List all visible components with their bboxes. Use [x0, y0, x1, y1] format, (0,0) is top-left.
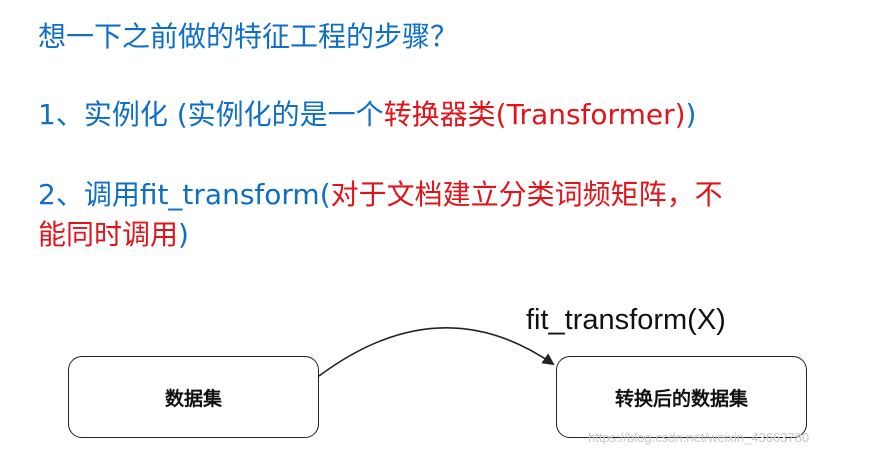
step-1-text: 1、实例化 (实例化的是一个转换器类(Transformer)): [38, 96, 696, 134]
question-label: 想一下之前做的特征工程的步骤？: [38, 20, 459, 53]
source-dataset-node: 数据集: [68, 356, 319, 438]
source-dataset-label: 数据集: [164, 387, 222, 410]
transformed-dataset-label: 转换后的数据集: [614, 387, 748, 410]
transformed-dataset-node: 转换后的数据集: [556, 356, 807, 438]
step-2-text-line-1: 2、调用fit_transform(对于文档建立分类词频矩阵，不: [38, 176, 723, 214]
step-1-highlight: 转换器类(Transformer): [383, 98, 686, 131]
step-1-prefix: 1、实例化 (实例化的是一个: [38, 98, 384, 131]
step-2-highlight-line-2: 能同时调用: [38, 218, 179, 251]
step-2-prefix: 2、调用fit_transform(: [38, 178, 331, 211]
transform-arrow-curve: [318, 326, 555, 377]
watermark-text: https://blog.csdn.net/weixin_43663780: [588, 430, 810, 445]
edge-label-fit-transform: fit_transform(X): [526, 304, 726, 336]
question-text: 想一下之前做的特征工程的步骤？: [38, 18, 458, 56]
step-2-text-line-2: 能同时调用): [38, 216, 189, 254]
step-1-suffix: ): [685, 98, 697, 131]
step-2-highlight-line-1: 对于文档建立分类词频矩阵，不: [330, 178, 723, 211]
step-2-suffix: ): [178, 218, 189, 251]
